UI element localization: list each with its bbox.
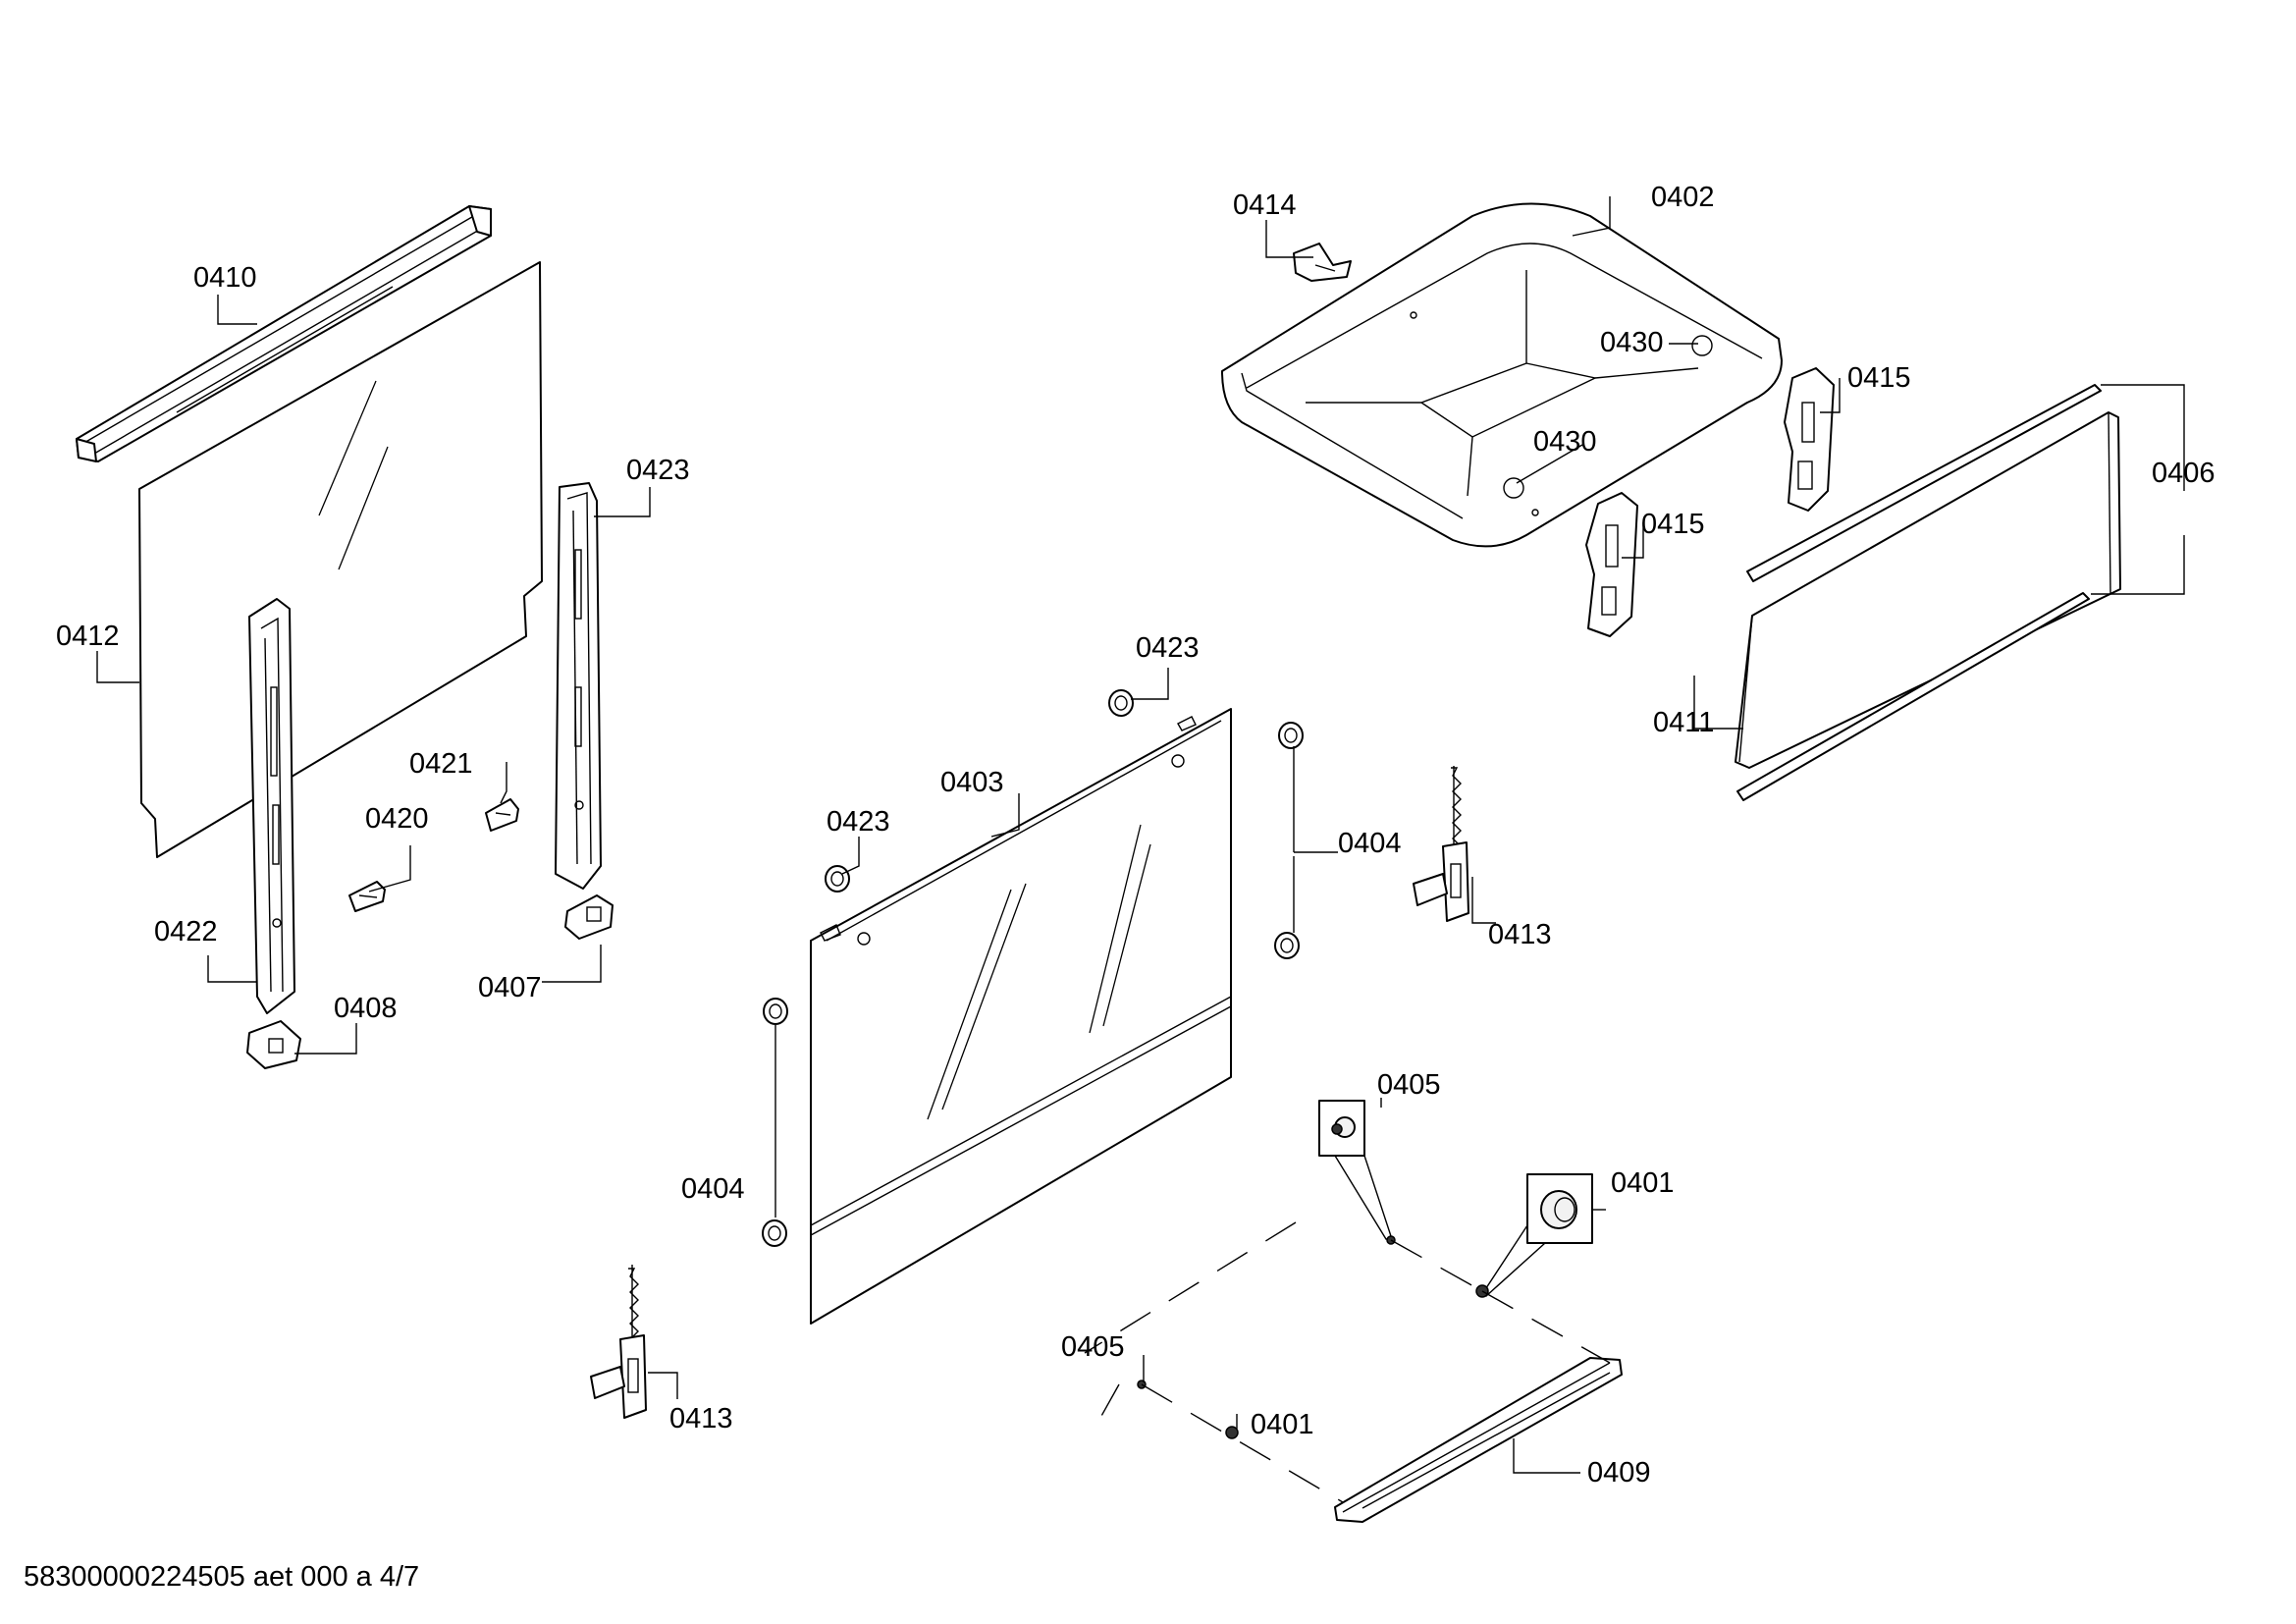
part-0415-runner-lower xyxy=(1585,492,1638,637)
part-0411-drawer-glass xyxy=(1735,411,2121,769)
part-0421-clip xyxy=(485,798,519,832)
part-0410-trim-strip xyxy=(76,205,492,462)
part-0423-bumper-top xyxy=(1108,689,1134,717)
callout-0403: 0403 xyxy=(940,767,1004,798)
callout-0423-top: 0423 xyxy=(1136,632,1200,664)
callout-0401-upper: 0401 xyxy=(1611,1167,1675,1199)
part-0404-bumper-right-top xyxy=(1278,722,1304,749)
part-0422-hinge-rail xyxy=(248,598,295,1014)
callout-0430-upper: 0430 xyxy=(1600,327,1664,358)
callout-0410: 0410 xyxy=(193,262,257,294)
callout-0408: 0408 xyxy=(334,993,398,1024)
callout-labels: 0410 0412 0423 0421 0420 0422 0407 0408 … xyxy=(56,182,2216,1489)
callout-0405-upper: 0405 xyxy=(1377,1069,1441,1101)
part-0423-hinge-rail xyxy=(555,482,602,890)
detail-pointer-0405 xyxy=(1334,1155,1393,1240)
part-0406-seal-strip-upper xyxy=(1746,384,2102,582)
callout-0423-left: 0423 xyxy=(827,806,890,838)
part-0414-clip xyxy=(1293,243,1352,282)
part-0401-button-detail xyxy=(1526,1173,1593,1244)
callout-0430-lower: 0430 xyxy=(1533,426,1597,458)
callout-0420: 0420 xyxy=(365,803,429,835)
callout-0414: 0414 xyxy=(1233,189,1297,221)
callout-0405-lower: 0405 xyxy=(1061,1331,1125,1363)
part-0409-door-handle xyxy=(1334,1357,1623,1523)
callout-0415-lower: 0415 xyxy=(1641,509,1705,540)
part-0404-bumper-left-top xyxy=(763,998,788,1025)
part-0413-hinge-right xyxy=(1413,766,1469,922)
callout-0413-right: 0413 xyxy=(1488,919,1552,950)
part-0413-hinge-left xyxy=(590,1265,647,1419)
part-0403-oven-door xyxy=(810,708,1232,1325)
drawing-id-label: 58300000224505 aet 000 a 4/7 xyxy=(24,1561,420,1593)
part-0405-screw-detail xyxy=(1318,1100,1365,1157)
callout-0406: 0406 xyxy=(2152,458,2216,489)
callout-0411: 0411 xyxy=(1653,707,1714,738)
part-0402-drawer-tray xyxy=(1221,202,1783,548)
callout-0409: 0409 xyxy=(1587,1457,1651,1489)
callout-0415-upper: 0415 xyxy=(1847,362,1911,394)
button-0401-marker-lower xyxy=(1225,1426,1239,1439)
part-0415-runner-upper xyxy=(1784,367,1835,512)
callout-0401-lower: 0401 xyxy=(1251,1409,1314,1440)
callout-0402: 0402 xyxy=(1651,182,1715,213)
part-0404-bumper-right-bottom xyxy=(1274,932,1300,959)
callout-0413-left: 0413 xyxy=(669,1403,733,1435)
callout-0422: 0422 xyxy=(154,916,218,947)
assembly-alignment-lines xyxy=(1084,1221,1611,1503)
part-0423-bumper-left xyxy=(825,865,850,893)
callout-0423-rail: 0423 xyxy=(626,455,690,486)
part-0408-bracket xyxy=(246,1020,301,1069)
callout-0421: 0421 xyxy=(409,748,473,780)
callout-0404-right: 0404 xyxy=(1338,828,1402,859)
callout-0407: 0407 xyxy=(478,972,542,1003)
callout-0412: 0412 xyxy=(56,621,120,652)
part-0420-clip xyxy=(348,881,386,912)
callout-0404-left: 0404 xyxy=(681,1173,745,1205)
part-0412-glass-panel xyxy=(138,261,543,858)
callout-leader-lines xyxy=(96,196,2185,1474)
part-0406-seal-strip-lower xyxy=(1736,592,2090,801)
part-0404-bumper-left-bottom xyxy=(762,1219,787,1247)
part-0407-bracket xyxy=(564,894,614,940)
